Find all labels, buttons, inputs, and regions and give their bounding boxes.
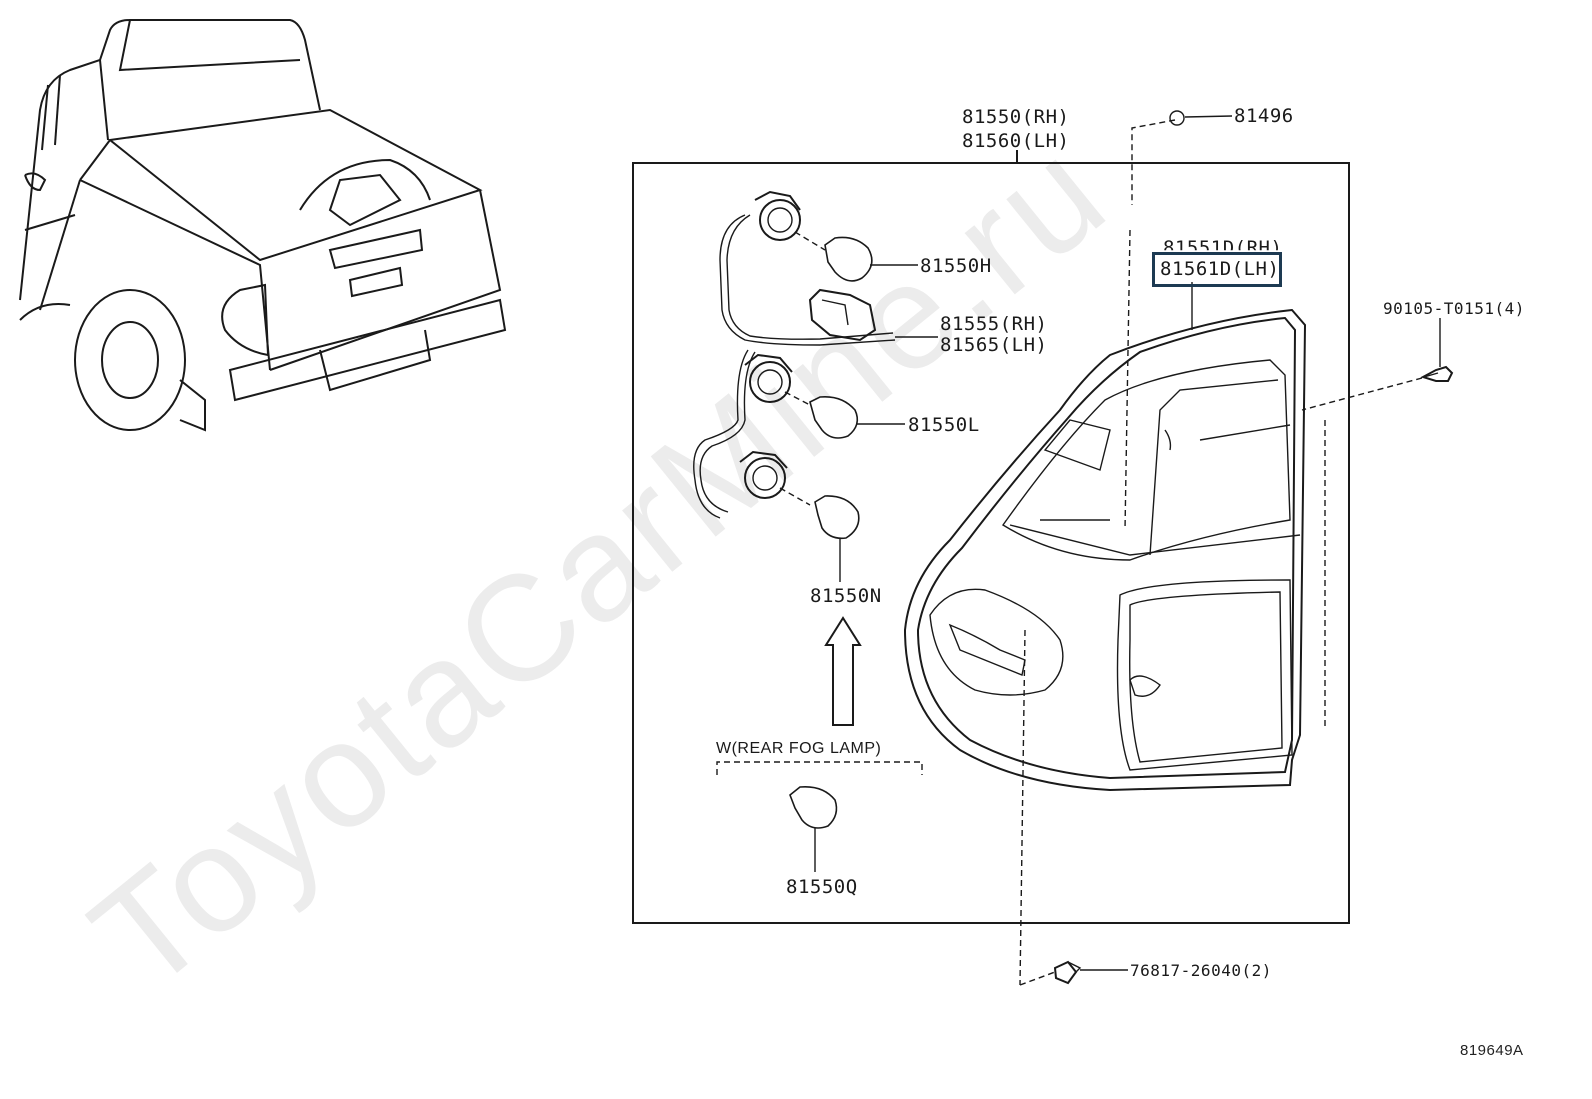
label-assembly-lh: 81560(LH) xyxy=(962,130,1070,152)
label-lens-rh: 81551D(RH) xyxy=(1163,237,1283,259)
label-assembly-rh: 81550(RH) xyxy=(962,106,1070,128)
highlight-box xyxy=(1152,252,1282,287)
label-bulb-h[interactable]: 81550H xyxy=(920,255,992,277)
label-bulb-n[interactable]: 81550N xyxy=(810,585,882,607)
bulbs xyxy=(779,231,918,872)
assembly-frame xyxy=(632,162,1350,924)
label-clip[interactable]: 76817-26040(2) xyxy=(1130,961,1272,980)
label-lens-lh[interactable]: 81561D(LH) xyxy=(1160,258,1280,280)
lamp-lens xyxy=(903,308,1307,792)
arrow-up xyxy=(824,616,862,726)
label-socket-lh[interactable]: 81565(LH) xyxy=(940,334,1048,356)
figure-number: 819649A xyxy=(1460,1042,1524,1059)
label-bulb-l[interactable]: 81550L xyxy=(908,414,980,436)
clip xyxy=(1019,960,1128,986)
truck-illustration xyxy=(19,19,507,432)
screw xyxy=(1301,318,1454,728)
socket-harness xyxy=(693,190,896,519)
label-socket-rh: 81555(RH) xyxy=(940,313,1048,335)
label-fog-note: W(REAR FOG LAMP) xyxy=(716,740,882,757)
label-nut[interactable]: 81496 xyxy=(1234,105,1294,127)
label-screw[interactable]: 90105-T0151(4) xyxy=(1383,299,1525,318)
label-bulb-q[interactable]: 81550Q xyxy=(786,876,858,898)
